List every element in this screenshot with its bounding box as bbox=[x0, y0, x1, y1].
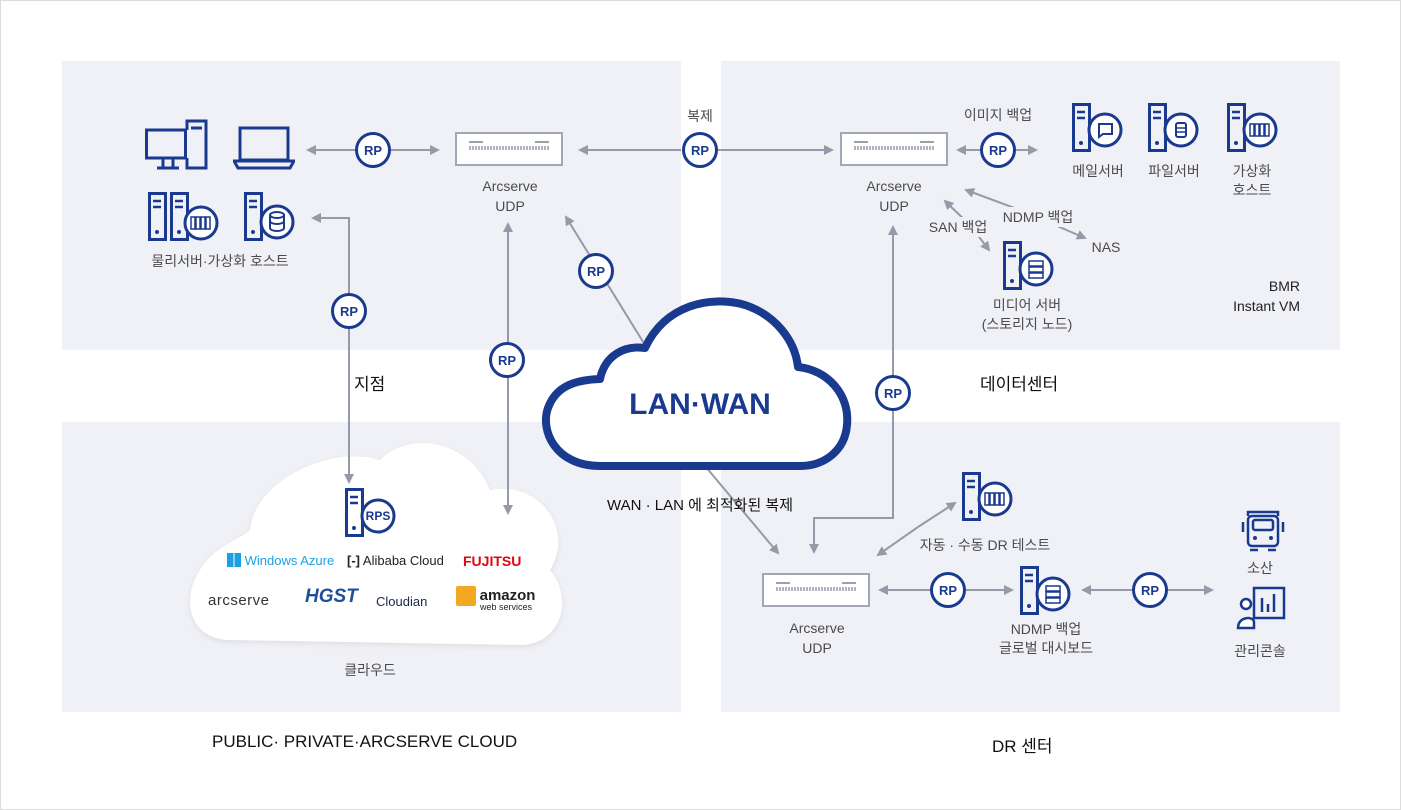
section-title-datacenter: 데이터센터 bbox=[980, 375, 1059, 394]
media-server-label-1: 미디어 서버 bbox=[992, 297, 1062, 313]
lan-wan-caption: WAN · LAN 에 최적화된 복제 bbox=[606, 497, 794, 514]
rp-badge: RP bbox=[355, 132, 391, 168]
virtualization-host-icon bbox=[1227, 103, 1278, 152]
udp-label-line1: Arcserve bbox=[482, 178, 538, 194]
rp-badge: RP bbox=[1132, 572, 1168, 608]
media-server-icon bbox=[1003, 241, 1054, 290]
instant-vm-label: Instant VM bbox=[1233, 298, 1300, 314]
section-title-dr: DR 센터 bbox=[992, 737, 1053, 756]
file-server-icon bbox=[1148, 103, 1199, 152]
aws-cubes-icon bbox=[456, 586, 476, 606]
rp-badge: RP bbox=[578, 253, 614, 289]
rp-badge: RP bbox=[980, 132, 1016, 168]
lan-wan-label: LAN·WAN bbox=[629, 388, 771, 421]
offsite-label: 소산 bbox=[1247, 560, 1273, 576]
laptop-icon bbox=[233, 126, 295, 170]
logo-aws: amazon web services bbox=[456, 586, 535, 612]
replication-label: 복제 bbox=[687, 108, 713, 124]
ndmp-server-icon bbox=[1020, 566, 1071, 615]
rps-server-icon bbox=[345, 488, 396, 537]
udp-appliance-datacenter bbox=[840, 132, 948, 166]
logo-hgst: HGST bbox=[305, 586, 358, 607]
management-console-icon bbox=[1236, 586, 1286, 630]
storage-server-icon bbox=[244, 192, 295, 241]
dr-test-label: 자동 · 수동 DR 테스트 bbox=[919, 537, 1051, 553]
udp-label-line2: UDP bbox=[802, 640, 832, 656]
logo-alibaba-cloud: [-] Alibaba Cloud bbox=[347, 553, 444, 568]
alibaba-icon: [-] bbox=[347, 553, 360, 568]
section-title-cloud: PUBLIC· PRIVATE·ARCSERVE CLOUD bbox=[212, 732, 518, 751]
logo-cloudian: Cloudian bbox=[376, 594, 428, 609]
udp-label-line2: UDP bbox=[879, 198, 909, 214]
rp-badge: RP bbox=[930, 572, 966, 608]
udp-label-line2: UDP bbox=[495, 198, 525, 214]
virtualization-host-label-1: 가상화 bbox=[1232, 163, 1272, 179]
san-backup-label: SAN 백업 bbox=[920, 217, 996, 237]
cloud-label: 클라우드 bbox=[344, 662, 396, 678]
file-server-label: 파일서버 bbox=[1148, 163, 1200, 179]
virtualization-host-label-2: 호스트 bbox=[1232, 182, 1272, 198]
rp-badge: RP bbox=[331, 293, 367, 329]
windows-icon bbox=[227, 553, 241, 567]
mail-server-label: 메일서버 bbox=[1072, 163, 1124, 179]
ndmp-backup-dr-label: NDMP 백업 bbox=[1010, 621, 1082, 637]
udp-label-line1: Arcserve bbox=[866, 178, 922, 194]
truck-icon bbox=[1241, 510, 1285, 552]
rp-badge: RP bbox=[682, 132, 718, 168]
rp-badge: RP bbox=[489, 342, 525, 378]
section-title-branch: 지점 bbox=[354, 375, 386, 394]
nas-label: NAS bbox=[1091, 239, 1121, 255]
global-dashboard-label: 글로벌 대시보드 bbox=[998, 640, 1094, 656]
udp-label-line1: Arcserve bbox=[789, 620, 845, 636]
mail-server-icon bbox=[1072, 103, 1123, 152]
dr-test-server-icon bbox=[962, 472, 1013, 521]
logo-windows-azure: Windows Azure bbox=[227, 553, 334, 568]
image-backup-label: 이미지 백업 bbox=[963, 107, 1033, 123]
rps-label: RPS bbox=[365, 509, 391, 523]
rp-badge: RP bbox=[875, 375, 911, 411]
logo-fujitsu: FUJITSU bbox=[463, 553, 522, 569]
bmr-label: BMR bbox=[1268, 278, 1300, 294]
lan-wan-cloud-shape bbox=[541, 297, 852, 470]
public-cloud-shape bbox=[190, 443, 563, 645]
physical-servers-icon bbox=[148, 192, 219, 241]
ndmp-backup-label: NDMP 백업 bbox=[996, 207, 1080, 227]
management-console-label: 관리콘솔 bbox=[1234, 643, 1286, 659]
physical-virtual-hosts-label: 물리서버·가상화 호스트 bbox=[151, 253, 289, 269]
media-server-label-2: (스토리지 노드) bbox=[981, 316, 1073, 332]
logo-arcserve: arcserve bbox=[208, 592, 270, 609]
udp-appliance-branch bbox=[455, 132, 563, 166]
udp-appliance-dr bbox=[762, 573, 870, 607]
desktop-pc-icon bbox=[145, 119, 208, 170]
panel-datacenter bbox=[721, 61, 1340, 350]
